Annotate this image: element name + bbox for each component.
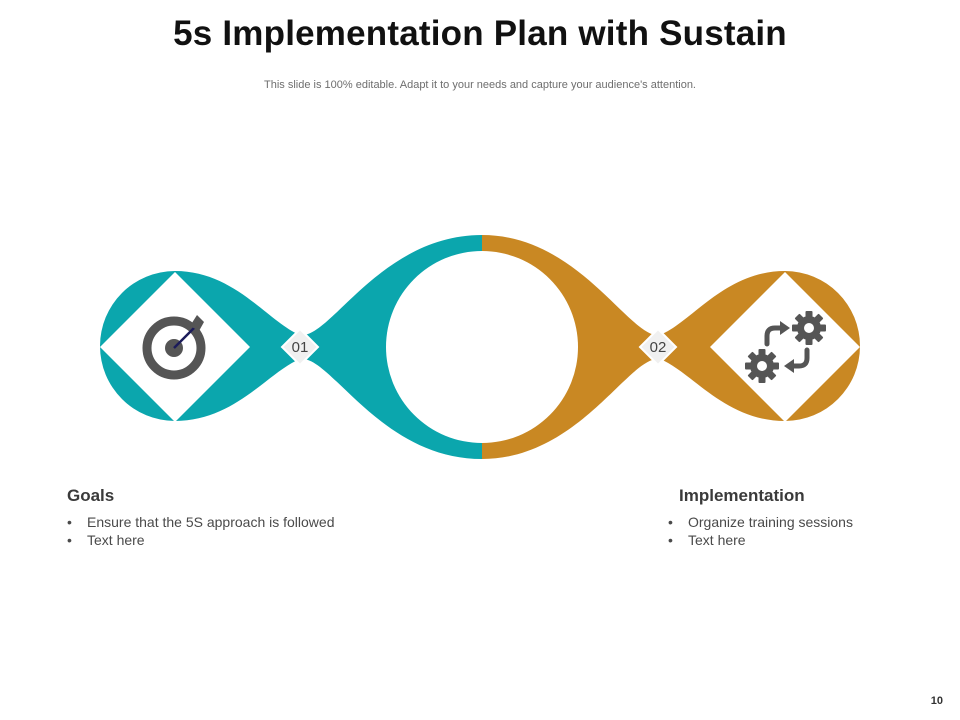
step-badge-02: 02 — [638, 327, 678, 367]
bullet-item: Text here — [668, 531, 960, 549]
page-number: 10 — [930, 695, 943, 707]
center-ring-hole — [386, 251, 578, 443]
step-number-02: 02 — [650, 339, 667, 356]
implementation-heading: Implementation — [679, 486, 805, 505]
implementation-bullets: Organize training sessions Text here — [668, 513, 960, 549]
gear-cycle-icon — [745, 311, 826, 383]
right-diamond — [710, 272, 860, 422]
goals-block: Goals Ensure that the 5S approach is fol… — [67, 486, 367, 549]
target-icon — [142, 315, 206, 380]
implementation-block: Implementation Organize training session… — [668, 486, 960, 549]
goals-heading: Goals — [67, 486, 115, 505]
slide-title: 5s Implementation Plan with Sustain — [173, 14, 787, 53]
goals-bullets: Ensure that the 5S approach is followed … — [67, 513, 367, 549]
bullet-item: Ensure that the 5S approach is followed — [67, 513, 367, 531]
bullet-item: Text here — [67, 531, 367, 549]
bullet-item: Organize training sessions — [668, 513, 960, 531]
step-badge-01: 01 — [280, 327, 320, 367]
slide-subtitle: This slide is 100% editable. Adapt it to… — [264, 79, 696, 91]
step-number-01: 01 — [292, 339, 309, 356]
